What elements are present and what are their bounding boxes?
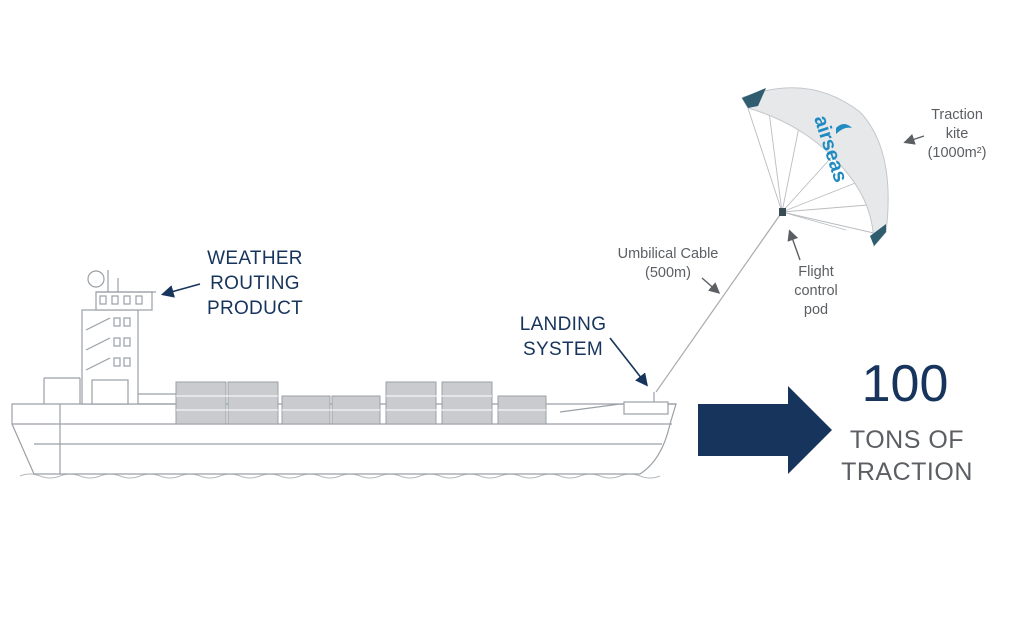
weather-routing-label: WEATHER ROUTING PRODUCT: [206, 248, 304, 319]
weather-routing-arrow: [160, 283, 201, 298]
traction-value: 100: [861, 355, 949, 413]
ship-bow-deck: [559, 392, 676, 415]
traction-text: TONS OF TRACTION: [841, 426, 973, 486]
flight-control-arrow: [787, 229, 801, 261]
traction-kite-arrow: [903, 134, 925, 145]
umbilical-cable-arrow: [701, 277, 721, 294]
kite-brand-logo: [836, 124, 852, 134]
ship: [11, 270, 677, 475]
container-stripes: [176, 395, 546, 411]
landing-system-label: LANDING SYSTEM: [519, 314, 607, 360]
kite-bridle-lines: [743, 95, 881, 235]
umbilical-cable-label: Umbilical Cable (500m): [617, 246, 719, 281]
landing-system-arrow: [609, 337, 648, 387]
kite-left-tip: [742, 88, 766, 108]
ship-bridge: [81, 270, 176, 405]
traction-arrow: [698, 386, 832, 474]
kite-right-tip: [870, 224, 886, 246]
containers: [175, 381, 547, 425]
flight-control-pod-label: Flight control pod: [794, 264, 838, 318]
traction-kite: airseas: [741, 87, 889, 248]
traction-kite-label: Traction kite (1000m²): [927, 107, 987, 161]
umbilical-cable-line: [655, 211, 783, 393]
kite-canopy: [741, 87, 889, 248]
flight-control-pod: [779, 208, 786, 216]
